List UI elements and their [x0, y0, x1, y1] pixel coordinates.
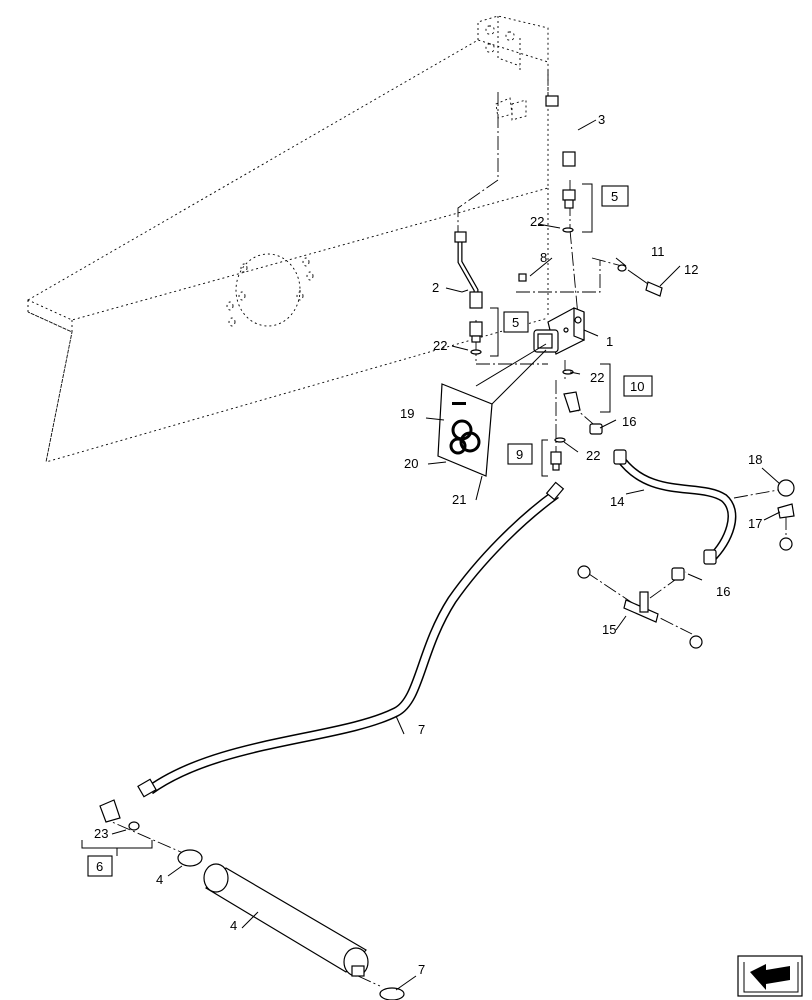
- callout-16: 16: [622, 414, 636, 429]
- kit-box-6: [87, 855, 113, 877]
- callout-4: 4: [230, 918, 237, 933]
- kit-label: 6: [96, 859, 103, 874]
- kit-box-5-upper: [601, 185, 629, 207]
- clamp-7: [177, 849, 405, 1000]
- callout-2: 2: [432, 280, 439, 295]
- callout-7: 4: [156, 872, 163, 887]
- callout-22: 22: [433, 338, 447, 353]
- callout-22: 22: [590, 370, 604, 385]
- cylinder-4: [203, 863, 369, 977]
- callout-22: 22: [530, 214, 544, 229]
- tee-15: [577, 479, 795, 649]
- lower-fittings: [550, 369, 603, 471]
- callout-20: 20: [404, 456, 418, 471]
- hose-14: [613, 449, 737, 565]
- fitting-5-upper: [562, 189, 576, 233]
- kit-label: 5: [611, 189, 618, 204]
- tube-3: [545, 95, 576, 167]
- callout-12: 11: [651, 244, 665, 259]
- callout-19: 19: [400, 406, 414, 421]
- leader-lines: [81, 119, 781, 991]
- hose-8: [137, 481, 565, 798]
- callouts: 3 22 8 11 12 2 22 1 22 19 16 22 20 18 21…: [94, 112, 762, 977]
- tube-2: [454, 231, 483, 309]
- kit-label: 9: [516, 447, 523, 462]
- callout-7: 7: [418, 962, 425, 977]
- hardware-small: [518, 264, 663, 297]
- kit-box-9: [507, 443, 533, 465]
- callout-22: 22: [586, 448, 600, 463]
- callout-16: 16: [716, 584, 730, 599]
- kit-label: 5: [512, 315, 519, 330]
- callout-14: 14: [610, 494, 624, 509]
- seal-kit-bag: [437, 343, 547, 477]
- callout-23: 23: [94, 826, 108, 841]
- kit-label: 10: [630, 379, 644, 394]
- frame-rail: [27, 15, 549, 463]
- callout-21: 21: [452, 492, 466, 507]
- valve-block-1: [533, 307, 585, 355]
- callout-18: 18: [748, 452, 762, 467]
- callout-15: 15: [602, 622, 616, 637]
- callout-1: 1: [606, 334, 613, 349]
- callout-17: 17: [748, 516, 762, 531]
- kit-box-10: [623, 375, 653, 397]
- return-arrow-icon[interactable]: [737, 955, 803, 997]
- kit-boxes: 5 5 10 9 6: [87, 185, 653, 877]
- callout-11: 8: [540, 250, 547, 265]
- centre-lines: [111, 70, 787, 987]
- fitting-23: [99, 799, 140, 831]
- callout-8: 7: [418, 722, 425, 737]
- callout-13: 12: [684, 262, 698, 277]
- kit-box-5-lower: [503, 311, 529, 333]
- callout-3: 3: [598, 112, 605, 127]
- fitting-5-lower: [469, 321, 483, 355]
